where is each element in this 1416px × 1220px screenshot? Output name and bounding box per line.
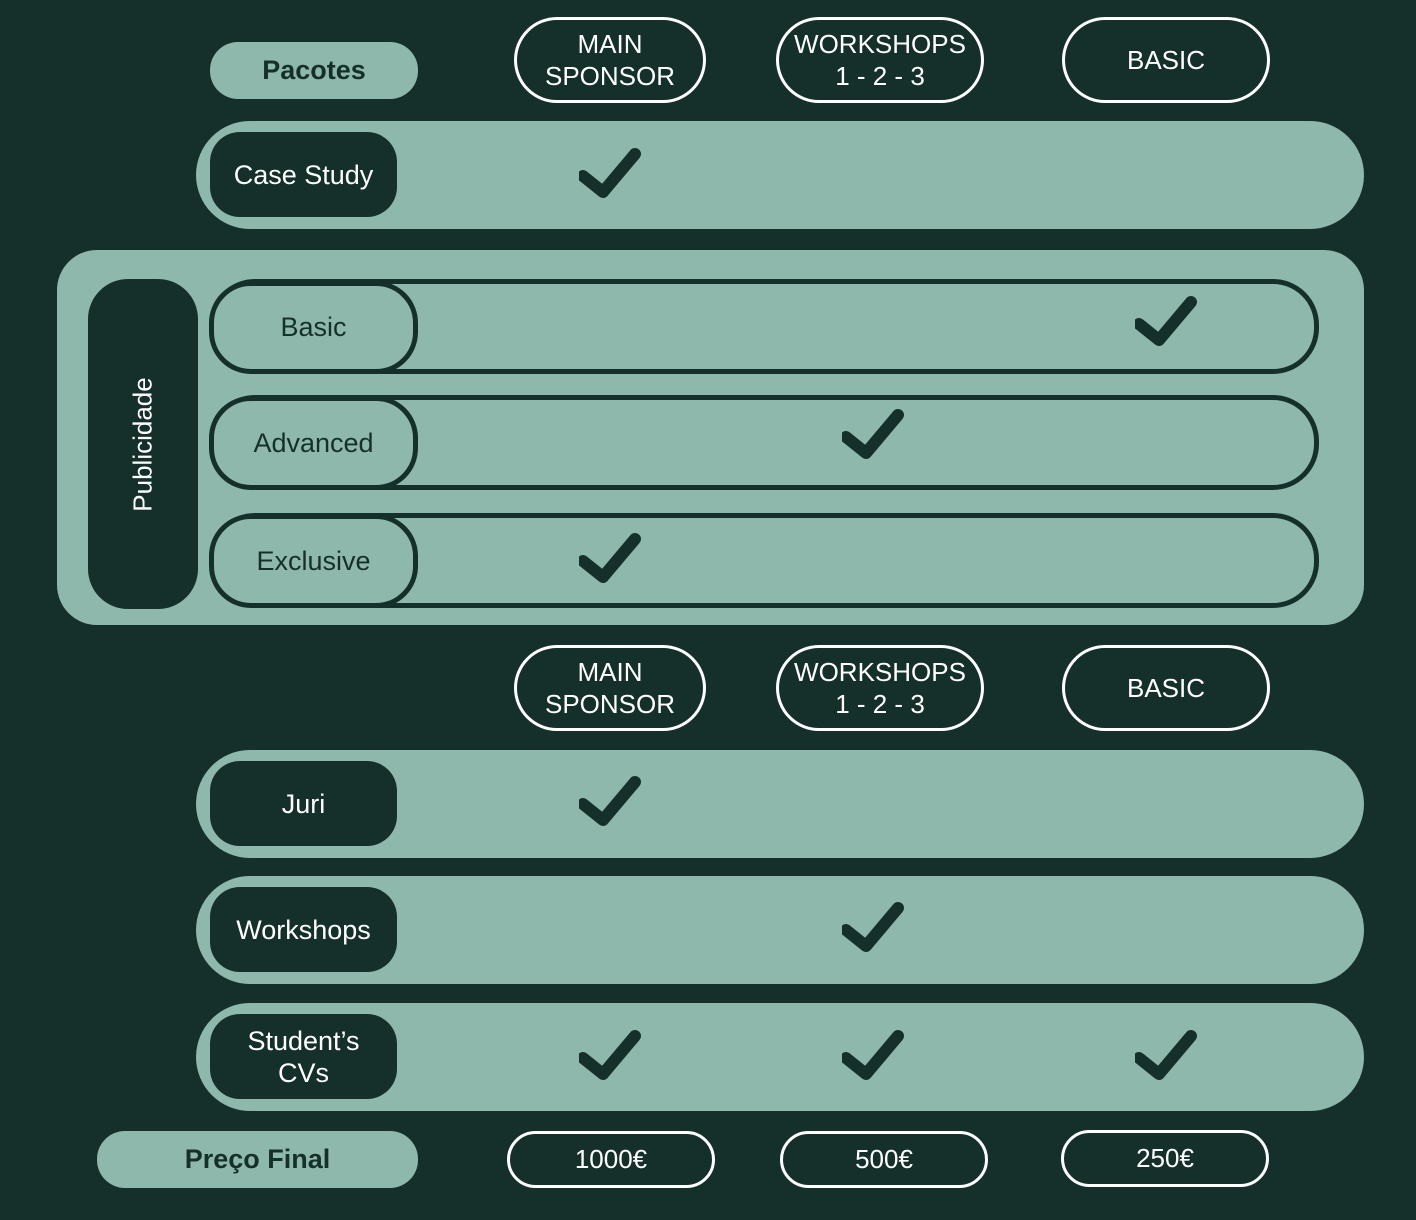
checkmark-icon (1135, 1030, 1197, 1080)
column-header-workshops-2: WORKSHOPS 1 - 2 - 3 (776, 645, 984, 731)
final-price-label: Preço Final (97, 1131, 418, 1188)
column-header-workshops: WORKSHOPS 1 - 2 - 3 (776, 17, 984, 103)
checkmark-icon (842, 409, 904, 459)
row-label-advanced: Advanced (209, 396, 418, 490)
column-header-basic-2: BASIC (1062, 645, 1270, 731)
checkmark-icon (579, 1030, 641, 1080)
row-label-exclusive: Exclusive (209, 514, 418, 608)
publicidade-group-label: Publicidade (88, 279, 198, 609)
row-label-case-study: Case Study (210, 132, 397, 217)
row-label-student-cvs: Student’s CVs (210, 1014, 397, 1099)
publicidade-text: Publicidade (127, 376, 158, 512)
checkmark-icon (842, 902, 904, 952)
column-header-main-sponsor: MAIN SPONSOR (514, 17, 706, 103)
checkmark-icon (579, 148, 641, 198)
checkmark-icon (579, 533, 641, 583)
checkmark-icon (579, 776, 641, 826)
checkmark-icon (1135, 296, 1197, 346)
row-label-workshops: Workshops (210, 887, 397, 972)
price-workshops: 500€ (780, 1131, 988, 1188)
row-label-juri: Juri (210, 761, 397, 846)
row-label-basic: Basic (209, 281, 418, 374)
price-main-sponsor: 1000€ (507, 1131, 715, 1188)
column-header-basic: BASIC (1062, 17, 1270, 103)
column-header-main-sponsor-2: MAIN SPONSOR (514, 645, 706, 731)
checkmark-icon (842, 1030, 904, 1080)
packages-label: Pacotes (210, 42, 418, 99)
price-basic: 250€ (1061, 1130, 1269, 1187)
